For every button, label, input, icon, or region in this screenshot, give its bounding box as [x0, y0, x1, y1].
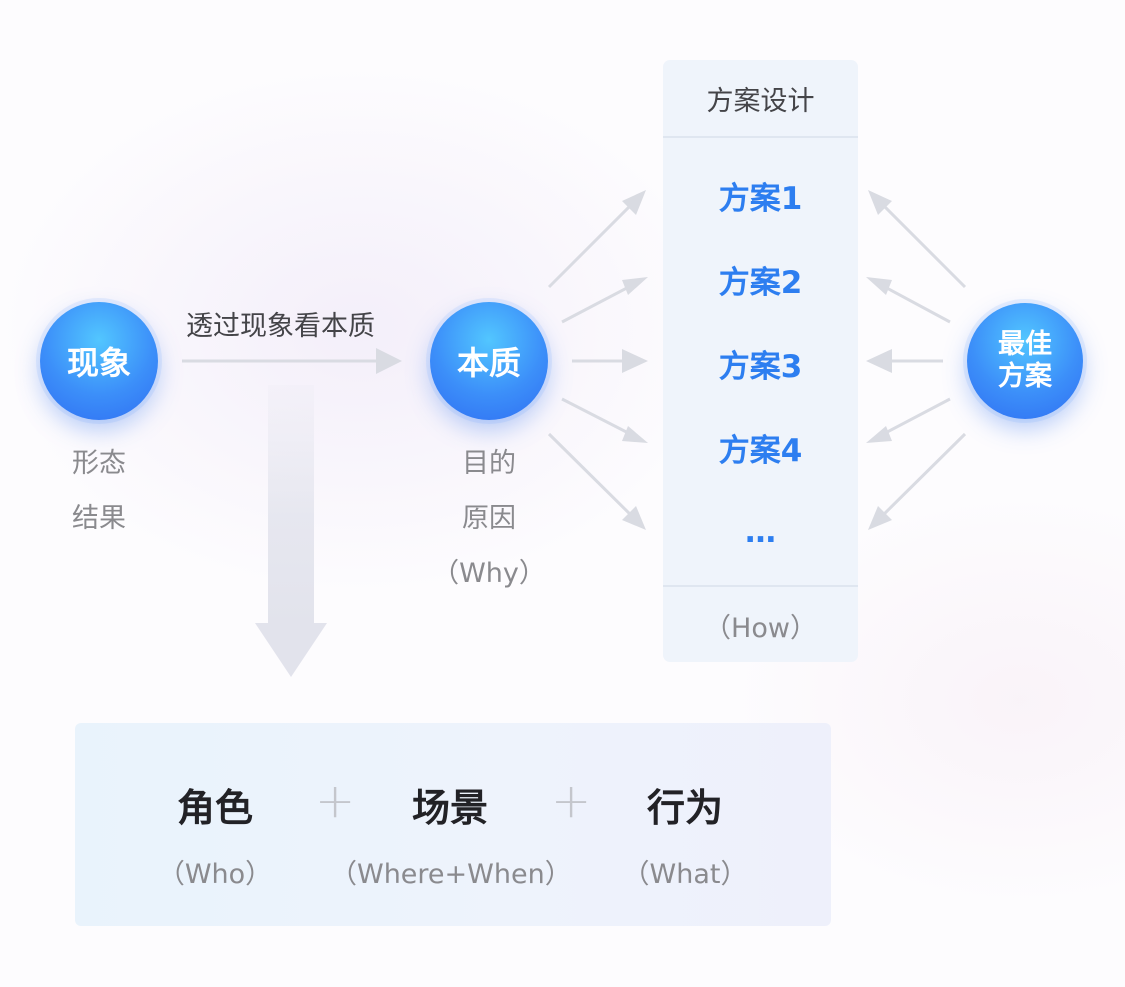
phenomenon-caption-result: 结果 — [72, 503, 126, 534]
term-behavior: 行为 （What） — [615, 777, 755, 891]
phenomenon-caption-form: 形态 — [72, 448, 126, 479]
plan-1: 方案1 — [718, 181, 803, 217]
plan-4: 方案4 — [718, 433, 803, 469]
term-role-sub: （Who） — [157, 859, 273, 890]
best-line1: 最佳 — [998, 329, 1052, 361]
design-panel-footer: （How） — [663, 585, 858, 664]
term-scene-title: 场景 — [411, 786, 488, 830]
essence-caption-purpose: 目的 — [462, 448, 516, 479]
arrow-best-to-more — [872, 432, 967, 526]
plan-3: 方案3 — [718, 349, 803, 385]
best-line2: 方案 — [998, 361, 1052, 392]
essence-circle: 本质 — [430, 302, 548, 420]
arrow-best-to-plan1 — [872, 194, 967, 289]
term-behavior-title: 行为 — [646, 786, 723, 830]
term-role: 角色 （Who） — [135, 777, 295, 891]
plus-separator-1: + — [315, 773, 356, 829]
term-scene-sub: （Where+When） — [330, 859, 572, 890]
plan-2: 方案2 — [718, 265, 803, 301]
transition-label: 透过现象看本质 — [186, 311, 375, 342]
design-panel: 方案设计 方案1 方案2 方案3 方案4 … （How） — [663, 60, 858, 662]
term-scene: 场景 （Where+When） — [330, 777, 572, 891]
essence-caption-reason: 原因 — [462, 503, 516, 534]
arrow-essence-to-more — [547, 432, 642, 526]
phenomenon-label: 现象 — [66, 344, 131, 382]
bottom-summary-box: 角色 （Who） + 场景 （Where+When） + 行为 （What） — [75, 723, 831, 926]
best-solution-circle: 最佳 方案 — [967, 303, 1083, 419]
term-role-title: 角色 — [176, 786, 253, 830]
plan-more: … — [745, 514, 776, 550]
term-behavior-sub: （What） — [622, 859, 748, 890]
down-arrow — [255, 385, 327, 677]
phenomenon-circle: 现象 — [40, 302, 158, 420]
design-panel-title: 方案设计 — [663, 60, 858, 138]
essence-label: 本质 — [456, 344, 521, 382]
plus-separator-2: + — [551, 773, 592, 829]
phenomenon-captions: 形态 结果 — [40, 436, 158, 546]
arrow-essence-to-plan1 — [547, 194, 642, 289]
essence-caption-why: （Why） — [432, 558, 546, 589]
essence-captions: 目的 原因 （Why） — [419, 436, 559, 601]
